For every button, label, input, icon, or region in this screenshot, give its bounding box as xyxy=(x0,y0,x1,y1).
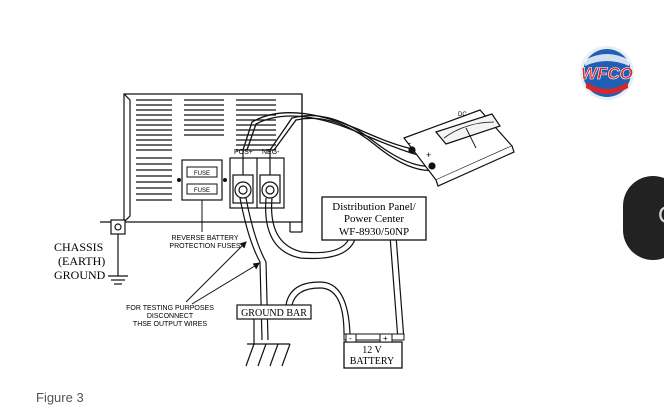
voltmeter xyxy=(403,109,515,187)
battery-line-1: 12 V xyxy=(362,345,382,356)
figure-caption: Figure 3 xyxy=(36,390,84,405)
logo-text: WFCO xyxy=(581,64,633,83)
testing-arrows xyxy=(185,241,260,305)
meter-neg-label: - xyxy=(408,138,411,148)
chassis-label-line-1: CHASSIS xyxy=(54,240,103,254)
ground-bar-label: GROUND BAR xyxy=(241,308,307,319)
battery-neg-label: - xyxy=(349,334,352,343)
ground-bar: GROUND BAR xyxy=(236,281,351,367)
fuse-bottom-label: FUSE xyxy=(194,188,210,194)
reverse-fuses-line-1: REVERSE BATTERY xyxy=(171,235,238,242)
distribution-panel: Distribution Panel/ Power Center WF-8930… xyxy=(321,196,427,241)
neg-terminal-label: NEG- xyxy=(262,149,280,156)
chassis-ground-symbol xyxy=(100,219,128,285)
battery-pos-label: + xyxy=(383,334,388,343)
output-wires xyxy=(239,197,405,341)
output-terminals xyxy=(229,150,285,209)
meter-leads xyxy=(242,112,437,172)
meter-dc-label: DC xyxy=(458,112,467,118)
battery-line-2: BATTERY xyxy=(350,356,394,367)
chassis-label-line-3: GROUND xyxy=(54,268,106,282)
testing-note-line-1: FOR TESTING PURPOSES xyxy=(126,305,214,312)
wfco-logo: WFCO xyxy=(580,46,634,100)
reverse-fuses-line-2: PROTECTION FUSES xyxy=(169,243,241,250)
pos-terminal-label: POS+ xyxy=(234,149,253,156)
fuse-top-label: FUSE xyxy=(194,171,210,177)
meter-pos-label: + xyxy=(426,150,431,160)
testing-note-line-3: THSE OUTPUT WIRES xyxy=(133,321,207,328)
vent-slots xyxy=(136,99,276,201)
distribution-panel-line-3: WF-8930/50NP xyxy=(339,226,409,238)
chassis-label-line-2: (EARTH) xyxy=(58,254,105,268)
distribution-panel-line-2: Power Center xyxy=(344,213,405,225)
testing-note-line-2: DISCONNECT xyxy=(147,313,194,320)
fuse-holder: FUSE FUSE xyxy=(177,159,227,232)
distribution-panel-line-1: Distribution Panel/ xyxy=(332,201,416,213)
side-panel-tab-glyph: C xyxy=(658,202,664,230)
battery: - + 12 V BATTERY xyxy=(343,333,405,369)
side-panel-tab[interactable] xyxy=(623,176,664,260)
